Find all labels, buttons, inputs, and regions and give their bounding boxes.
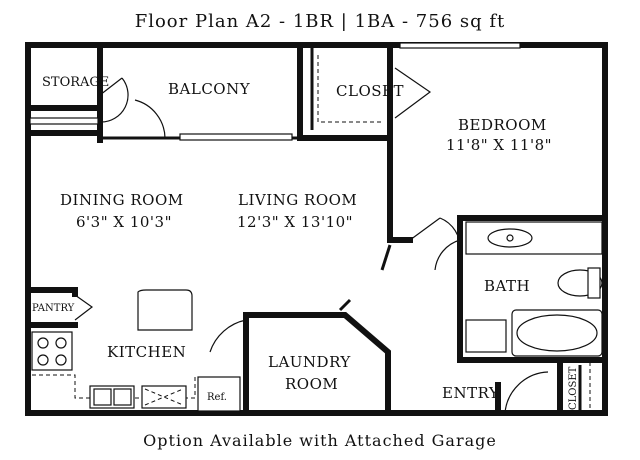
label-entry-closet: CLOSET (568, 366, 579, 410)
label-bedroom: BEDROOM (458, 116, 547, 134)
storage-balcony-walls (25, 42, 303, 143)
label-dining: DINING ROOM (60, 191, 184, 209)
label-bedroom-dim: 11'8" X 11'8" (446, 136, 552, 154)
plan-footer: Option Available with Attached Garage (143, 431, 497, 450)
bedroom-walls (380, 215, 608, 363)
refrigerator (197, 376, 241, 412)
label-ref: Ref. (207, 392, 227, 403)
balcony-door-swing[interactable] (134, 99, 166, 139)
label-kitchen: KITCHEN (107, 343, 186, 361)
label-storage: STORAGE (42, 75, 109, 90)
closet-walls (297, 42, 432, 243)
laundry-walls (209, 298, 391, 416)
balcony-slider (179, 133, 293, 141)
storage-window (29, 117, 99, 125)
label-living-dim: 12'3" X 13'10" (237, 213, 353, 231)
label-living: LIVING ROOM (238, 191, 357, 209)
label-balcony: BALCONY (168, 80, 251, 98)
dishwasher (141, 385, 187, 409)
bedroom-window (399, 42, 521, 49)
plan-title: Floor Plan A2 - 1BR | 1BA - 756 sq ft (135, 11, 506, 32)
kitchen-walls (25, 287, 196, 399)
label-laundry-1: LAUNDRY (268, 353, 351, 371)
stove (31, 331, 73, 371)
kitchen-island (137, 289, 193, 331)
label-dining-dim: 6'3" X 10'3" (76, 213, 172, 231)
bath-fixtures (434, 221, 603, 357)
label-laundry-2: ROOM (285, 375, 338, 393)
label-entry: ENTRY (442, 384, 500, 402)
storage-door[interactable] (99, 77, 129, 123)
label-pantry: PANTRY (32, 303, 75, 314)
label-bath: BATH (484, 277, 530, 295)
label-closet: CLOSET (336, 82, 404, 100)
entry-closet (495, 357, 591, 416)
